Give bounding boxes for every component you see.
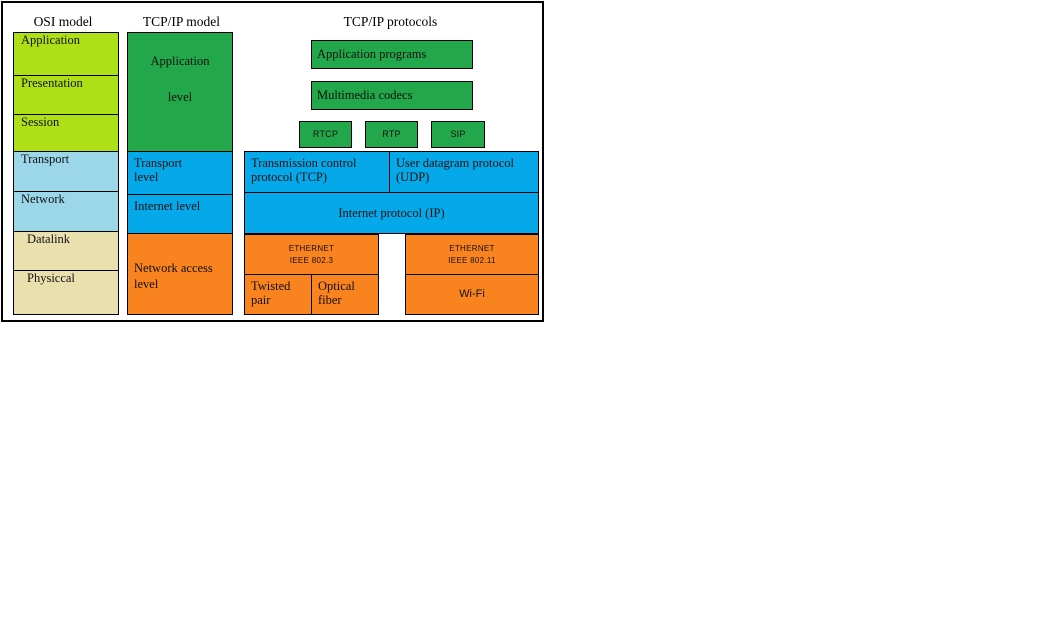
protocol-sip: SIP — [431, 121, 485, 148]
protocol-rtcp-label: RTCP — [312, 129, 339, 140]
medium-wifi: Wi-Fi — [405, 274, 539, 315]
protocol-ethernet-8023-label: ETHERNET IEEE 802.3 — [288, 243, 335, 265]
protocol-ip-label: Internet protocol (IP) — [338, 205, 445, 220]
tcpip-layer-transport: Transport level — [127, 151, 233, 195]
medium-wifi-label: Wi-Fi — [459, 288, 485, 301]
network-model-diagram: OSI model TCP/IP model TCP/IP protocols … — [1, 1, 544, 322]
protocol-sip-label: SIP — [450, 129, 466, 140]
tcpip-layer-network-access: Network access level — [127, 233, 233, 315]
osi-layer-transport: Transport — [13, 151, 119, 192]
tcpip-layer-application-label: Application level — [150, 54, 210, 105]
osi-layer-transport-label: Transport — [21, 152, 70, 166]
protocol-udp-label: User datagram protocol (UDP) — [396, 156, 515, 185]
protocol-ethernet-80211-label: ETHERNET IEEE 802.11 — [448, 243, 496, 265]
column-heading-osi-model: OSI model — [33, 14, 93, 29]
osi-layer-session-label: Session — [21, 115, 60, 129]
protocol-udp: User datagram protocol (UDP) — [389, 151, 539, 193]
column-heading-tcpip-model: TCP/IP model — [142, 14, 221, 29]
protocol-rtcp: RTCP — [299, 121, 352, 148]
protocol-multimedia-codecs: Multimedia codecs — [311, 81, 473, 110]
osi-layer-physical-label: Physiccal — [27, 271, 75, 285]
osi-layer-network-label: Network — [21, 192, 65, 206]
osi-layer-datalink: Datalink — [13, 231, 119, 271]
tcpip-layer-internet-label: Internet level — [134, 199, 201, 213]
osi-layer-application-label: Application — [21, 33, 81, 47]
osi-layer-session: Session — [13, 114, 119, 152]
protocol-rtp-label: RTP — [382, 129, 401, 140]
osi-layer-presentation-label: Presentation — [21, 76, 83, 90]
column-heading-tcpip-protocols: TCP/IP protocols — [343, 14, 438, 29]
tcpip-layer-network-access-label: Network access level — [134, 261, 213, 292]
tcpip-layer-transport-label: Transport level — [134, 156, 183, 185]
protocol-tcp-label: Transmission control protocol (TCP) — [251, 156, 357, 185]
medium-twisted-pair: Twisted pair — [244, 274, 312, 315]
tcpip-layer-internet: Internet level — [127, 194, 233, 234]
protocol-application-programs: Application programs — [311, 40, 473, 69]
protocol-multimedia-codecs-label: Multimedia codecs — [317, 88, 413, 102]
osi-layer-physical: Physiccal — [13, 270, 119, 315]
osi-layer-network: Network — [13, 191, 119, 232]
osi-layer-datalink-label: Datalink — [27, 232, 71, 246]
osi-layer-application: Application — [13, 32, 119, 76]
protocol-application-programs-label: Application programs — [317, 47, 427, 61]
protocol-ethernet-8023: ETHERNET IEEE 802.3 — [244, 234, 379, 275]
protocol-rtp: RTP — [365, 121, 418, 148]
medium-optical-fiber-label: Optical fiber — [318, 279, 355, 308]
medium-twisted-pair-label: Twisted pair — [251, 279, 291, 308]
protocol-ethernet-80211: ETHERNET IEEE 802.11 — [405, 234, 539, 275]
osi-layer-presentation: Presentation — [13, 75, 119, 115]
protocol-tcp: Transmission control protocol (TCP) — [244, 151, 390, 193]
medium-optical-fiber: Optical fiber — [311, 274, 379, 315]
tcpip-layer-application: Application level — [127, 32, 233, 152]
protocol-ip: Internet protocol (IP) — [244, 192, 539, 234]
